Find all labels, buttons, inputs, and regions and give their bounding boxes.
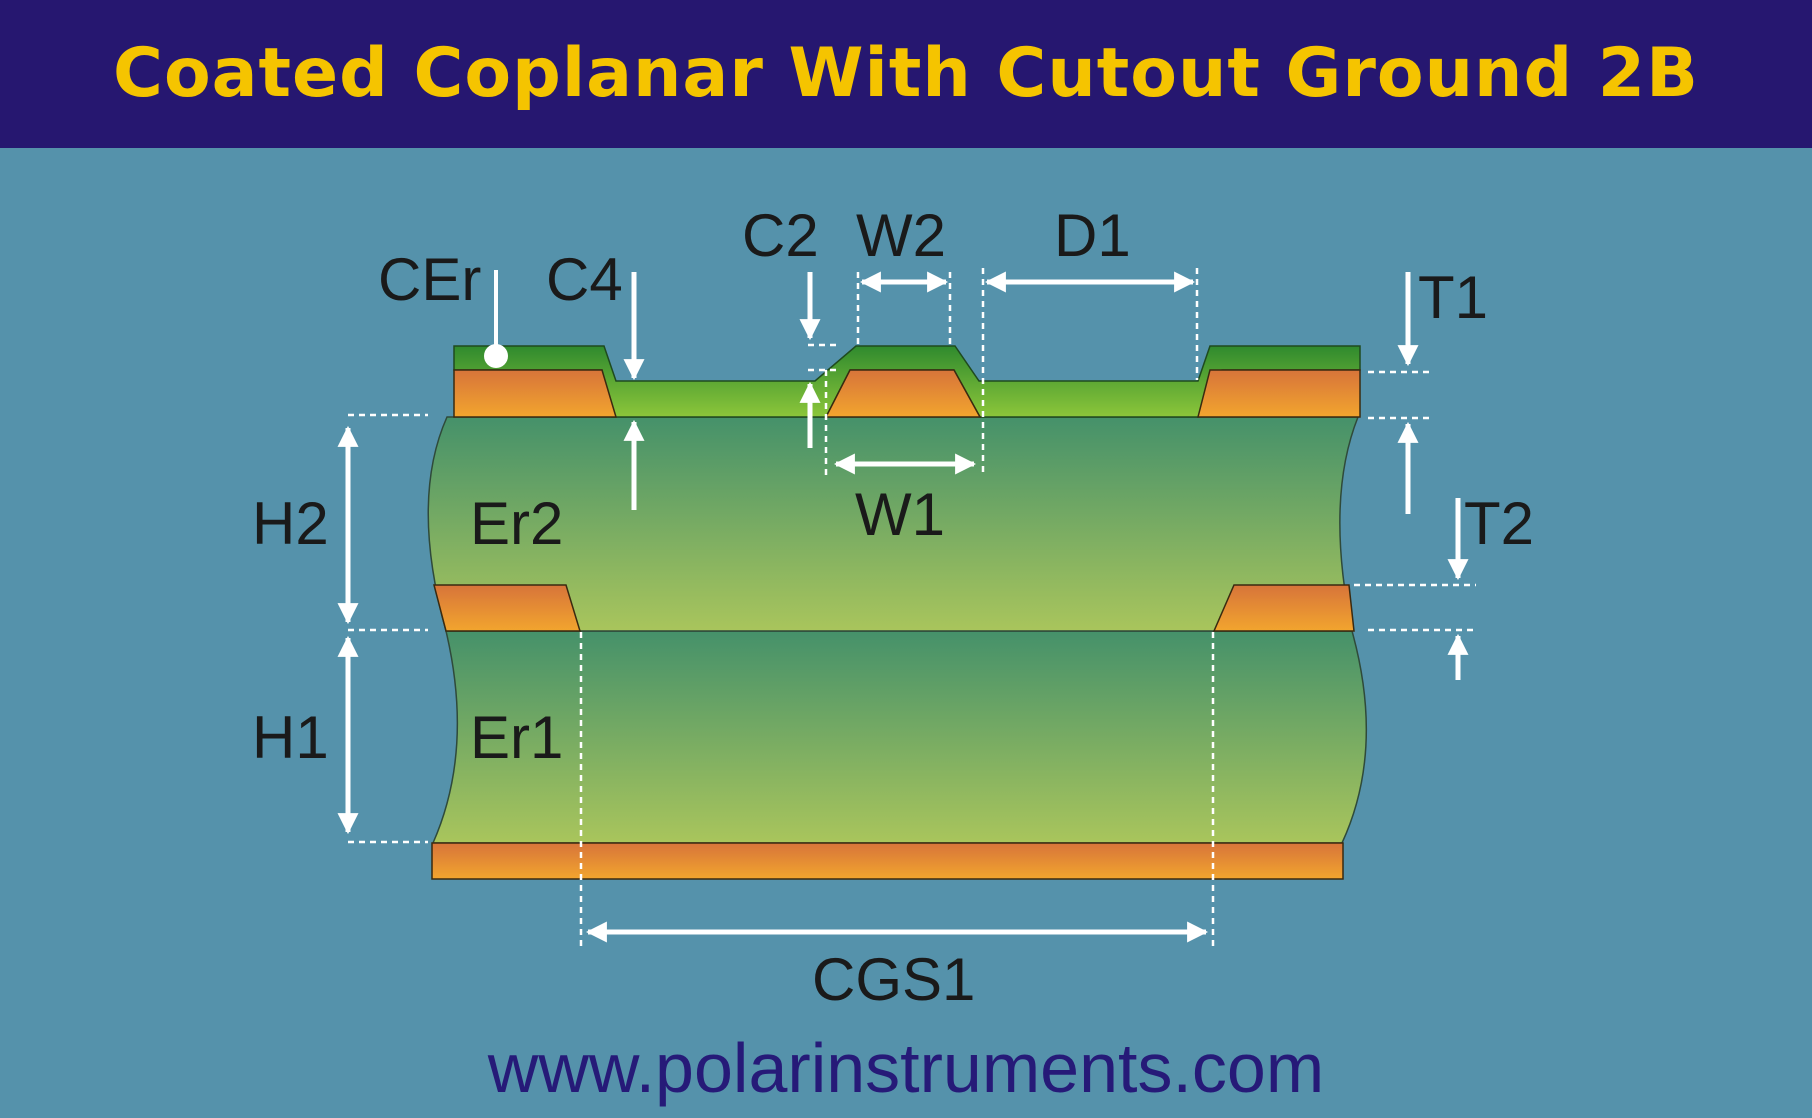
bottom-ground-plane — [431, 842, 1344, 880]
label-t2: T2 — [1464, 490, 1534, 557]
label-w2: W2 — [856, 202, 946, 269]
label-cgs1: CGS1 — [812, 946, 975, 1013]
label-c2: C2 — [742, 202, 819, 269]
diagram-title: Coated Coplanar With Cutout Ground 2B — [113, 34, 1699, 113]
label-cer: CEr — [378, 246, 481, 313]
buried-ground-left — [433, 584, 582, 632]
top-ground-right — [1197, 369, 1361, 418]
label-t1: T1 — [1418, 264, 1488, 331]
label-d1: D1 — [1054, 202, 1131, 269]
buried-ground-right — [1212, 584, 1355, 632]
label-h2: H2 — [252, 490, 329, 557]
label-er1: Er1 — [470, 704, 563, 771]
reference-lines — [348, 268, 1476, 950]
label-er2: Er2 — [470, 490, 563, 557]
dimension-arrows — [337, 270, 1469, 943]
label-c4: C4 — [546, 246, 623, 313]
label-h1: H1 — [252, 704, 329, 771]
dielectric-er1 — [431, 630, 1367, 844]
cer-pointer-dot — [484, 344, 508, 368]
label-w1: W1 — [855, 481, 945, 548]
top-ground-left — [453, 369, 618, 418]
title-bar: Coated Coplanar With Cutout Ground 2B — [0, 0, 1812, 148]
signal-trace — [824, 369, 982, 418]
footer-url[interactable]: www.polarinstruments.com — [487, 1029, 1325, 1107]
